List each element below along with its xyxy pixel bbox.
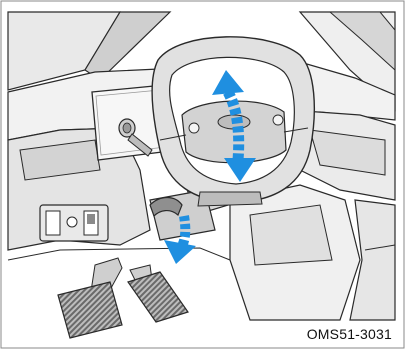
tilt-arrow-icon [212,70,256,182]
tilt-lever [149,196,183,218]
right-vent-trim [309,129,386,176]
floor-edge [7,247,231,261]
tilt-arrow-shaft [223,89,245,161]
spoke-lines [159,127,309,141]
switch-2 [66,216,78,228]
adjust-lever-arrow-icon [164,215,196,264]
spoke-button-left [188,122,200,134]
stalk-knob-center [122,122,132,134]
tilt-arrow-head-up [212,70,244,95]
seat-seam [364,244,396,251]
switch-1 [45,210,61,236]
passenger-seat [349,199,396,321]
lever-arrow-head [164,240,196,264]
spoke-button-right [272,114,284,126]
brake-pedal [57,281,123,339]
switch-3-detail [87,214,95,224]
dash-trim [19,139,101,181]
accelerator-pedal [127,271,189,323]
console-panel [249,204,333,266]
tilt-arrow-head-down [224,158,256,182]
figure-code-label: OMS51-3031 [301,325,397,343]
stalk-arm [127,133,153,157]
wheel-bottom-flat [197,191,263,207]
a-pillar-right [328,11,396,72]
